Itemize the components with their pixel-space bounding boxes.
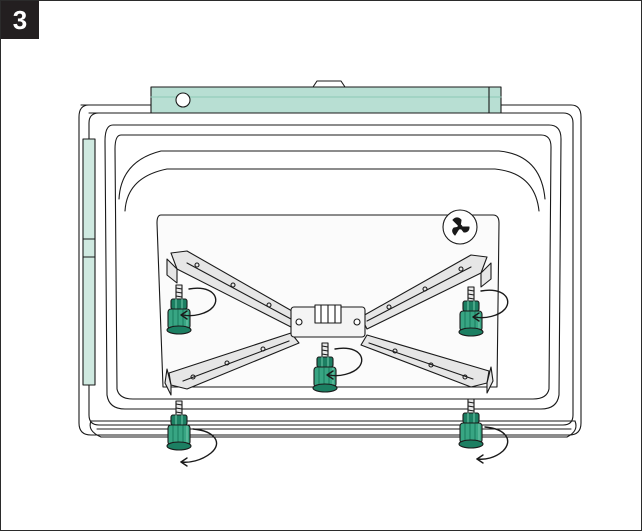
- side-strip: [82, 138, 96, 386]
- step-number-badge: 3: [1, 1, 39, 39]
- adjustable-foot-bottom-right: [458, 398, 509, 464]
- machine-cabinet: [78, 104, 582, 436]
- cross-bracket: [164, 250, 494, 396]
- spirit-level: [150, 80, 502, 114]
- fan-icon: [442, 209, 478, 245]
- adjustable-foot-bottom-left: [166, 400, 218, 467]
